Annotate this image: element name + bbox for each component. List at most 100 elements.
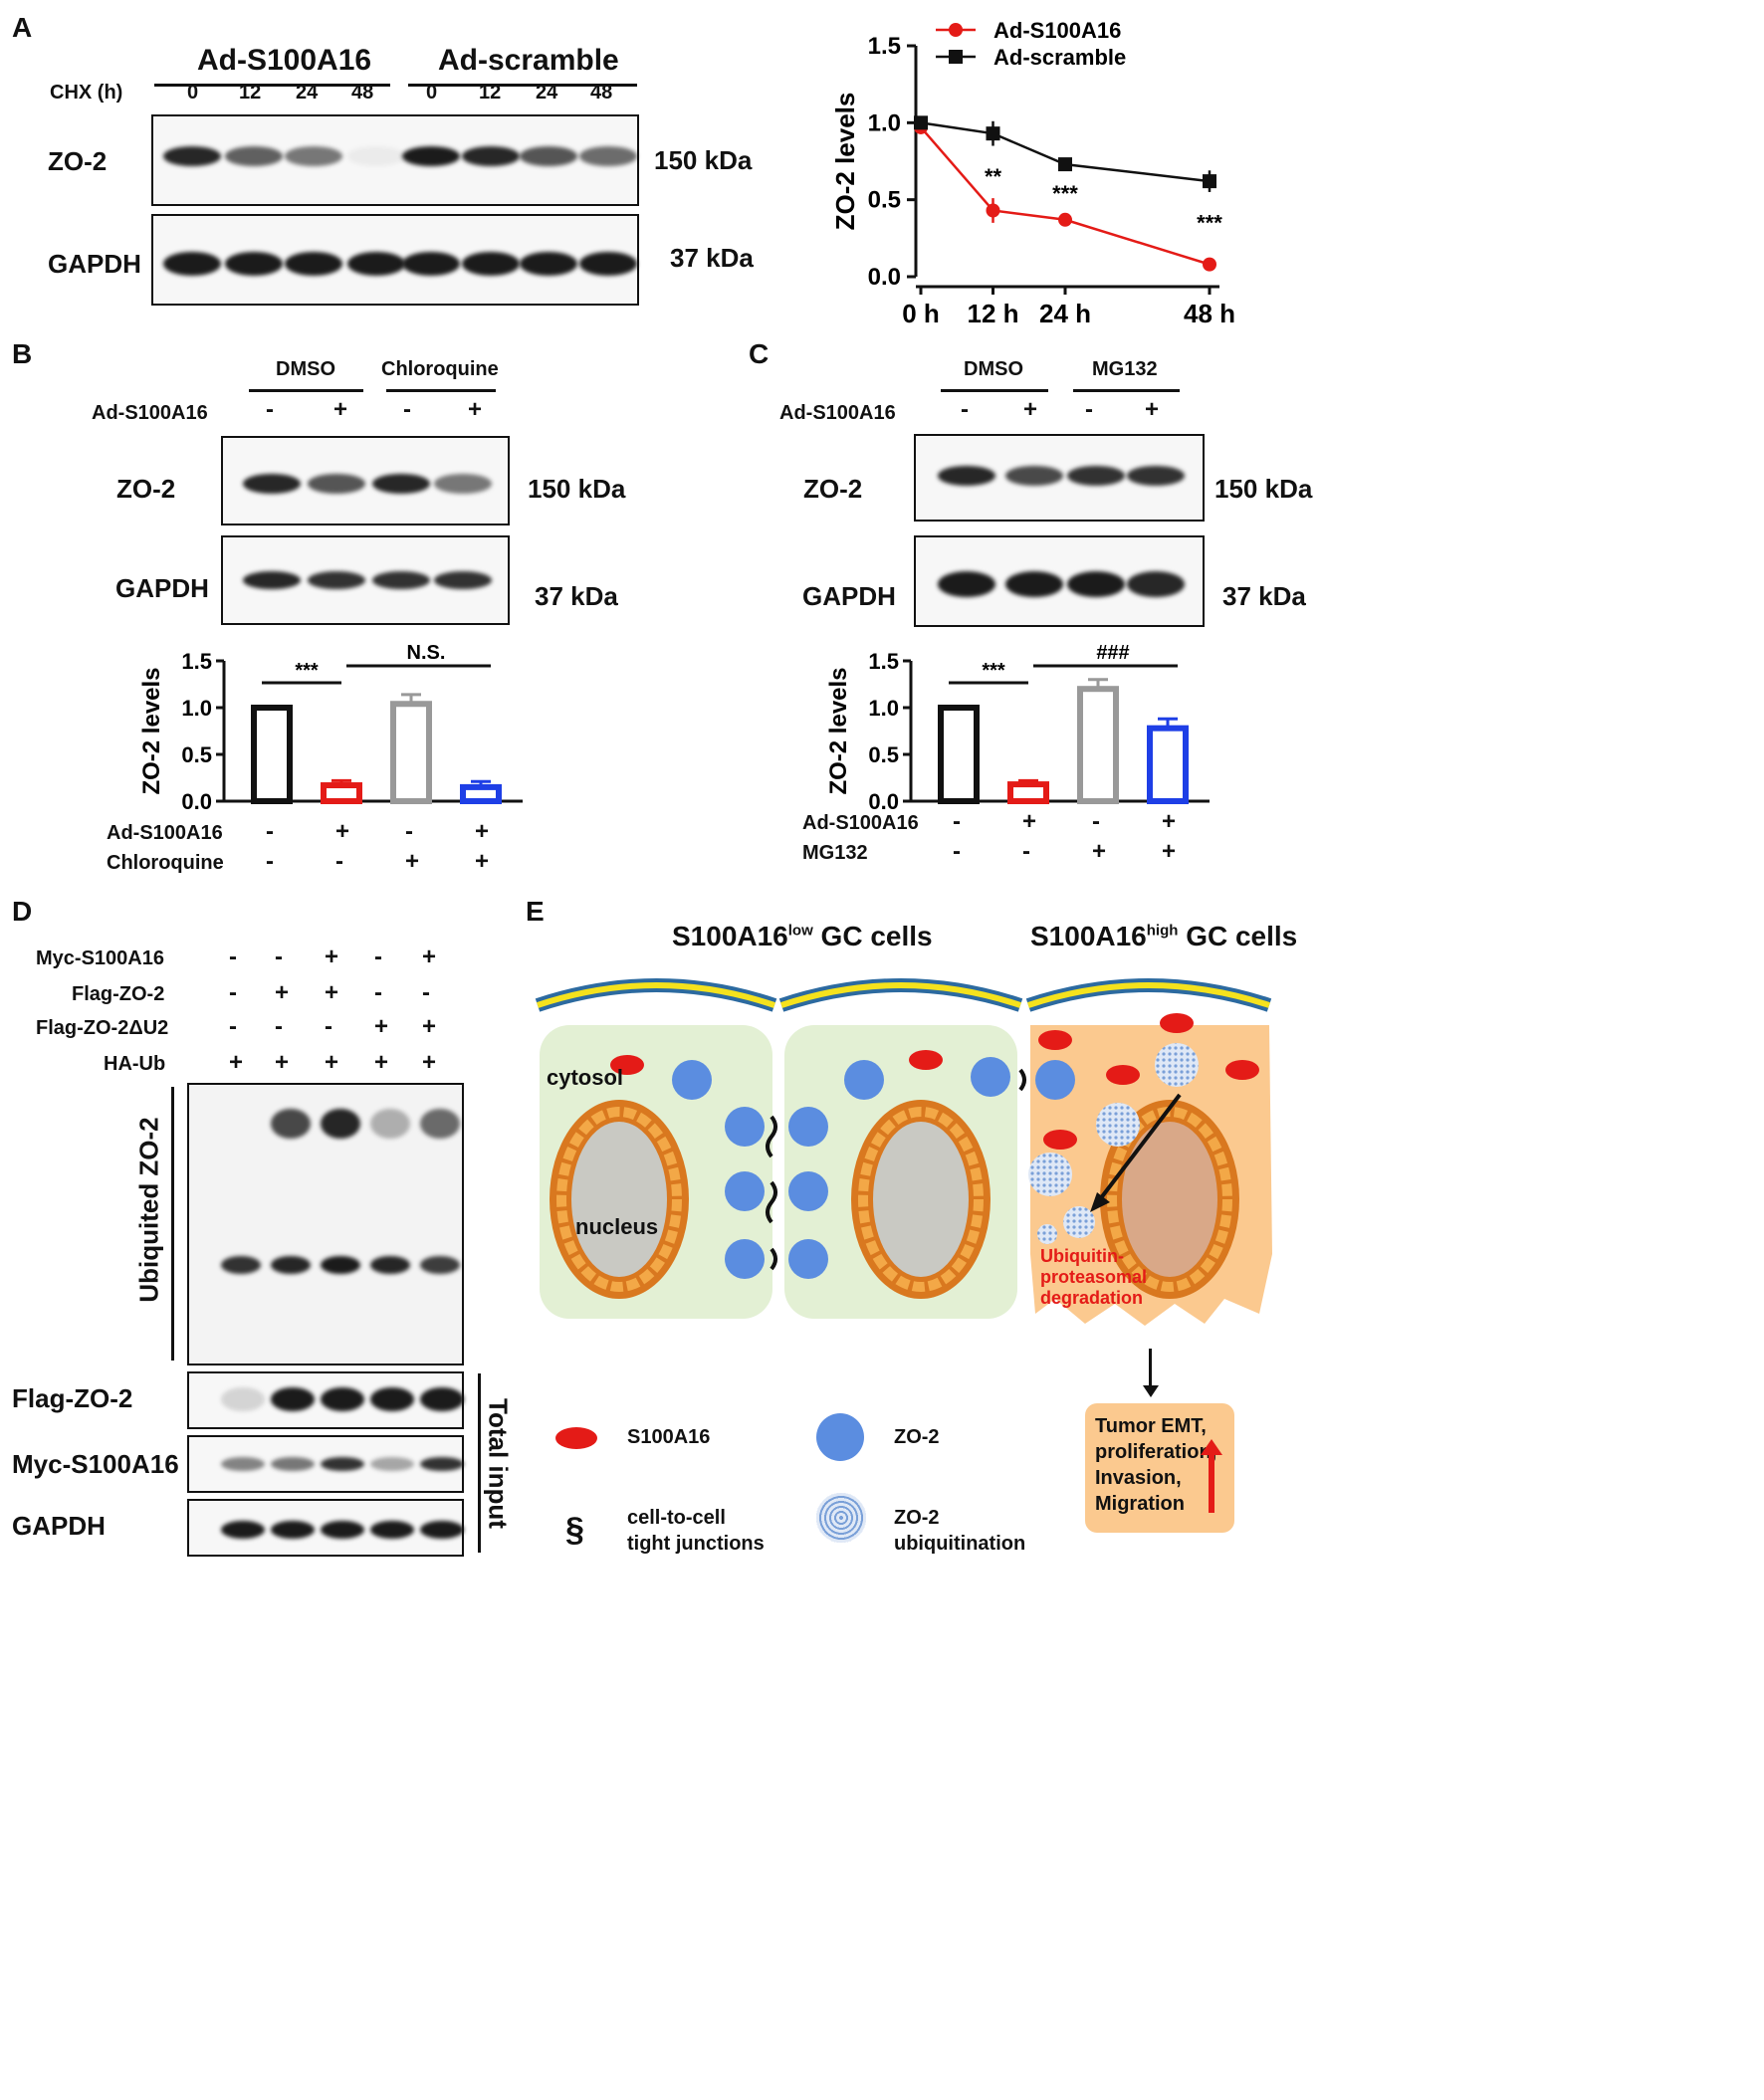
time-label: 12 bbox=[479, 82, 502, 104]
total-input-label: Total input bbox=[483, 1398, 514, 1529]
sign-label: + bbox=[1092, 838, 1107, 865]
bar bbox=[1077, 686, 1119, 805]
kda-label: 150 kDa bbox=[528, 474, 626, 504]
kda-label: 37 kDa bbox=[535, 581, 618, 611]
arrow-head bbox=[1143, 1385, 1159, 1397]
blot-band bbox=[221, 1387, 265, 1411]
legend-zo2-label: ZO-2 bbox=[894, 1426, 940, 1448]
blot-band bbox=[420, 1387, 464, 1411]
blot-zo2-b bbox=[221, 436, 510, 525]
blot-band bbox=[321, 1521, 364, 1539]
blot-band bbox=[520, 146, 577, 166]
x-tick-label: 0 h bbox=[902, 299, 940, 328]
significance-label: *** bbox=[295, 660, 319, 682]
blot-zo2-a bbox=[151, 114, 639, 206]
y-axis-label: ZO-2 levels bbox=[825, 667, 852, 794]
row-label-flag-zo2: Flag-ZO-2 bbox=[12, 1383, 133, 1413]
row-label-gapdh: GAPDH bbox=[115, 573, 209, 603]
y-tick-label: 0.5 bbox=[868, 742, 899, 767]
sign-label: + bbox=[1145, 396, 1160, 423]
y-tick-label: 0.5 bbox=[868, 187, 901, 214]
legend-label: Ad-S100A16 bbox=[993, 18, 1121, 43]
blot-band bbox=[163, 252, 221, 276]
row-label-zo2: ZO-2 bbox=[803, 474, 863, 504]
blot-band bbox=[420, 1109, 460, 1139]
blot-band bbox=[347, 146, 405, 166]
significance-label: *** bbox=[982, 660, 1005, 682]
title-high-cells: GC cells bbox=[1186, 921, 1298, 951]
data-point bbox=[1058, 212, 1072, 227]
sign-label: + bbox=[1023, 396, 1038, 423]
kda-label: 37 kDa bbox=[670, 243, 754, 273]
group-bar bbox=[1073, 389, 1180, 392]
blot-band bbox=[271, 1521, 315, 1539]
cell-diagram bbox=[535, 978, 1272, 1326]
blot-band bbox=[462, 252, 520, 276]
sign-label: - bbox=[335, 848, 343, 875]
blot-band bbox=[420, 1256, 460, 1274]
blot-band bbox=[285, 146, 342, 166]
panel-label-e: E bbox=[526, 896, 545, 927]
row-label: Chloroquine bbox=[107, 852, 224, 874]
y-tick-label: 1.0 bbox=[868, 109, 901, 136]
sign-label: + bbox=[475, 848, 490, 875]
data-point bbox=[914, 115, 928, 130]
sign-label: + bbox=[275, 979, 290, 1006]
sign-label: - bbox=[325, 1013, 332, 1040]
row-label: Ad-S100A16 bbox=[802, 812, 919, 834]
arrow-head bbox=[1090, 1192, 1110, 1212]
blot-band bbox=[163, 146, 221, 166]
blot-gapdh-b bbox=[221, 535, 510, 625]
sign-label: + bbox=[325, 944, 339, 970]
row-label: Myc-S100A16 bbox=[36, 947, 164, 969]
data-point bbox=[1203, 257, 1216, 272]
blot-band bbox=[434, 571, 492, 589]
y-tick-label: 1.5 bbox=[181, 649, 212, 674]
bracket-ubiquitin bbox=[171, 1087, 174, 1361]
sign-label: + bbox=[1162, 808, 1177, 835]
sign-label: + bbox=[229, 1049, 244, 1076]
blot-band bbox=[308, 474, 365, 494]
zo2-ub-shapes bbox=[1028, 1043, 1199, 1244]
sign-label: + bbox=[325, 979, 339, 1006]
blot-band bbox=[370, 1109, 410, 1139]
sign-label: + bbox=[422, 1049, 437, 1076]
blot-band bbox=[402, 252, 460, 276]
legend-s100a16-icon bbox=[555, 1427, 597, 1449]
legend-s100a16-label: S100A16 bbox=[627, 1426, 711, 1448]
series-line bbox=[920, 121, 1211, 183]
blot-band bbox=[462, 146, 520, 166]
nucleus-2 bbox=[851, 1100, 991, 1299]
title-low: S100A16low GC cells bbox=[672, 921, 933, 952]
blot-band bbox=[370, 1387, 414, 1411]
y-tick-label: 0.0 bbox=[868, 789, 899, 814]
blot-band bbox=[243, 571, 301, 589]
significance-label: ### bbox=[1096, 642, 1129, 664]
group-label-dmso: DMSO bbox=[276, 358, 335, 380]
panel-label-d: D bbox=[12, 896, 33, 927]
significance-label: *** bbox=[1197, 210, 1222, 235]
group-bar bbox=[408, 84, 637, 87]
blot-band bbox=[1127, 466, 1185, 486]
blot-ubiquitin bbox=[187, 1083, 464, 1365]
nucleus-3 bbox=[1100, 1100, 1239, 1299]
y-tick-label: 1.0 bbox=[181, 696, 212, 721]
significance-label: ** bbox=[985, 164, 1002, 189]
bar bbox=[321, 782, 362, 805]
bar-chart-b: 0.00.51.01.5ZO-2 levels***N.S. bbox=[138, 642, 523, 814]
bar bbox=[390, 701, 432, 804]
time-label: 48 bbox=[351, 82, 374, 104]
series-line bbox=[920, 126, 1211, 266]
row-label: Flag-ZO-2ΔU2 bbox=[36, 1017, 169, 1039]
outcome-arrow bbox=[1149, 1349, 1152, 1388]
sign-label: - bbox=[953, 838, 961, 865]
bar bbox=[460, 783, 502, 804]
sign-label: - bbox=[374, 944, 382, 970]
sign-label: - bbox=[266, 396, 274, 423]
legend-label: Ad-scramble bbox=[993, 45, 1126, 70]
sign-label: - bbox=[1022, 838, 1030, 865]
blot-band bbox=[420, 1457, 464, 1471]
sign-label: + bbox=[468, 396, 483, 423]
significance-label: *** bbox=[1052, 181, 1078, 206]
